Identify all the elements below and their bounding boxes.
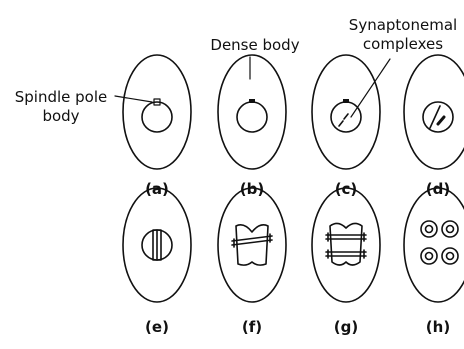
spindle-pole-body-label-line2: body — [2, 107, 120, 126]
spore-1-nucleus — [426, 226, 433, 233]
spore-4-nucleus — [447, 253, 454, 260]
dense-body-label: Dense body — [198, 36, 312, 55]
spore-3-nucleus — [426, 253, 433, 260]
spore-3 — [421, 248, 437, 264]
cell-d — [404, 55, 464, 169]
cell-e — [123, 188, 191, 302]
cell-a — [115, 55, 191, 169]
cell-a-nucleus — [142, 102, 172, 132]
spore-2 — [442, 221, 458, 237]
panel-label-a: (a) — [137, 180, 177, 198]
spore-1 — [421, 221, 437, 237]
cell-b — [218, 55, 286, 169]
panel-label-b: (b) — [232, 180, 272, 198]
cell-h-outline — [404, 188, 464, 302]
cell-f-outline — [218, 188, 286, 302]
cell-d-nucleus — [423, 102, 453, 132]
cell-c-synaptonemal-complex-1 — [339, 121, 343, 126]
synaptonemal-complexes-label: Synaptonemal complexes — [345, 16, 461, 54]
cell-f — [218, 188, 286, 302]
spindle-pole-leader-line — [115, 96, 152, 102]
cell-f-nucleus — [236, 225, 268, 265]
cell-d-synaptonemal-complex-2 — [438, 117, 444, 124]
synaptonemal-label-line2: complexes — [345, 35, 461, 54]
panel-label-f: (f) — [232, 318, 272, 336]
cell-c — [312, 55, 390, 169]
panel-label-g: (g) — [326, 318, 366, 336]
panel-label-c: (c) — [326, 180, 366, 198]
spindle-pole-body-label: Spindle pole body — [2, 88, 120, 126]
cell-c-outline — [312, 55, 380, 169]
cell-d-outline — [404, 55, 464, 169]
spore-4 — [442, 248, 458, 264]
spindle-pole-body-label-line1: Spindle pole — [2, 88, 120, 107]
cell-h — [404, 188, 464, 302]
cell-g — [312, 188, 380, 302]
panel-label-d: (d) — [418, 180, 458, 198]
cell-b-nucleus — [237, 102, 267, 132]
synaptonemal-label-line1: Synaptonemal — [345, 16, 461, 35]
spore-2-nucleus — [447, 226, 454, 233]
panel-label-e: (e) — [137, 318, 177, 336]
synaptonemal-leader-line — [351, 59, 390, 117]
panel-label-h: (h) — [418, 318, 458, 336]
cell-b-outline — [218, 55, 286, 169]
cell-g-outline — [312, 188, 380, 302]
cell-g-nucleus — [330, 223, 362, 265]
dense-body — [249, 99, 255, 103]
cell-c-synaptonemal-complex-2 — [344, 114, 348, 119]
cell-c-dense-body — [343, 99, 349, 103]
cell-a-outline — [123, 55, 191, 169]
